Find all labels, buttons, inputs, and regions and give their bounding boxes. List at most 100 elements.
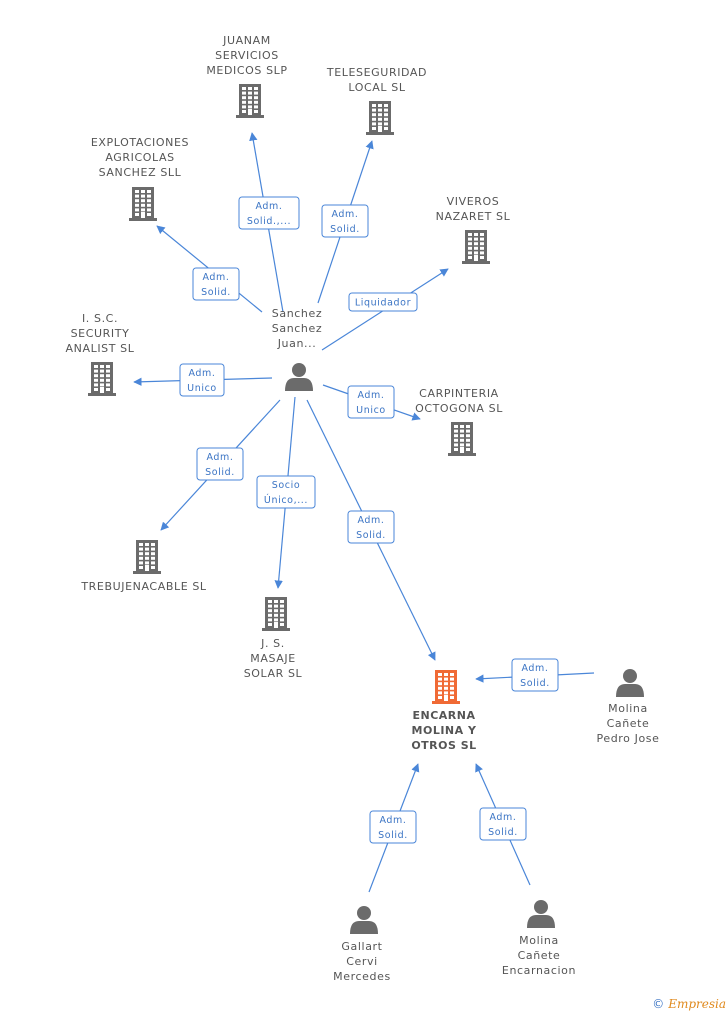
- node-label-line: Gallart: [341, 940, 382, 953]
- node-label-line: NAZARET SL: [436, 210, 511, 223]
- edge-label-sanchez-to-viveros[interactable]: Liquidador: [348, 292, 418, 312]
- node-label-line: Sanchez: [272, 307, 322, 320]
- node-label-line: Cañete: [518, 949, 561, 962]
- edge-label-box[interactable]: [347, 385, 395, 419]
- brand-logo: Empresia: [668, 997, 726, 1011]
- edge-label-text: Adm.: [357, 390, 384, 401]
- edge-labels-layer: Adm.Solid.,...Adm.Solid.Adm.Solid.Liquid…: [179, 196, 559, 844]
- edge-label-box[interactable]: [179, 363, 225, 397]
- edge-label-text: Adm.: [188, 368, 215, 379]
- node-label-line: MASAJE: [250, 652, 296, 665]
- edge-label-text: Solid.: [488, 827, 518, 838]
- node-label-line: Sanchez: [272, 322, 322, 335]
- edge-label-text: Solid.,...: [247, 216, 291, 227]
- building-icon: [448, 422, 476, 456]
- node-label-line: ENCARNA: [413, 709, 476, 722]
- edge-label-text: Adm.: [357, 515, 384, 526]
- node-label-line: OTROS SL: [411, 739, 476, 752]
- node-label-line: OCTOGONA SL: [415, 402, 503, 415]
- edge-label-text: Adm.: [206, 452, 233, 463]
- building-icon: [88, 362, 116, 396]
- node-label-line: SOLAR SL: [244, 667, 303, 680]
- company-node-carpinteria[interactable]: CARPINTERIA OCTOGONA SL: [415, 387, 503, 456]
- edge-label-text: Unico: [356, 405, 386, 416]
- company-node-viveros[interactable]: VIVEROS NAZARET SL: [436, 195, 511, 264]
- node-label-line: AGRICOLAS: [105, 151, 174, 164]
- edge-label-text: Adm.: [255, 201, 282, 212]
- node-label-line: SECURITY: [71, 327, 130, 340]
- node-label-line: SERVICIOS: [215, 49, 279, 62]
- copyright-icon: ©: [652, 997, 665, 1011]
- node-label-line: VIVEROS: [447, 195, 500, 208]
- edge-label-sanchez-to-encarna[interactable]: Adm. Solid.: [347, 510, 395, 544]
- node-label-line: TELESEGURIDAD: [326, 66, 427, 79]
- node-label-line: Molina: [519, 934, 559, 947]
- edge-label-text: Solid.: [356, 530, 386, 541]
- edge-label-text: Adm.: [521, 663, 548, 674]
- edge-label-text: Adm.: [331, 209, 358, 220]
- building-icon: [366, 101, 394, 135]
- person-icon: [285, 363, 313, 391]
- building-icon: [462, 230, 490, 264]
- person-node-sanchez[interactable]: SanchezSanchezJuan...: [272, 307, 322, 391]
- company-node-teleseguridad[interactable]: TELESEGURIDAD LOCAL SL: [326, 66, 427, 135]
- building-icon: [432, 670, 460, 704]
- node-label-line: Juan...: [277, 337, 317, 350]
- edge-label-sanchez-to-trebujena[interactable]: Adm. Solid.: [196, 447, 244, 481]
- edge-label-box[interactable]: [192, 267, 240, 301]
- edge-label-box[interactable]: [238, 196, 300, 230]
- node-label-line: Pedro Jose: [597, 732, 660, 745]
- node-label-line: LOCAL SL: [348, 81, 405, 94]
- edge-label-sanchez-to-teleseguridad[interactable]: Adm. Solid.: [321, 204, 369, 238]
- edge-label-molina_encarnacion-to-encarna[interactable]: Adm.Solid.: [479, 807, 527, 841]
- node-label-line: Mercedes: [333, 970, 391, 983]
- edge-label-sanchez-to-carpinteria[interactable]: Adm. Unico: [347, 385, 395, 419]
- edge-label-text: Socio: [272, 480, 301, 491]
- edge-label-box[interactable]: [321, 204, 369, 238]
- node-label-line: Cañete: [607, 717, 650, 730]
- edge-label-text: Solid.: [330, 224, 360, 235]
- edge-label-box[interactable]: [479, 807, 527, 841]
- edge-label-sanchez-to-explotaciones[interactable]: Adm.Solid.: [192, 267, 240, 301]
- building-icon: [236, 84, 264, 118]
- edge-label-box[interactable]: [347, 510, 395, 544]
- node-label-line: ANALIST SL: [66, 342, 135, 355]
- edge-label-text: Solid.: [520, 678, 550, 689]
- edge-label-box[interactable]: [348, 292, 418, 312]
- edge-label-box[interactable]: [511, 658, 559, 692]
- edge-label-text: Liquidador: [355, 298, 411, 309]
- edge-label-text: Solid.: [378, 830, 408, 841]
- edge-label-sanchez-to-isc[interactable]: Adm.Unico: [179, 363, 225, 397]
- edge-label-molina_pedro-to-encarna[interactable]: Adm. Solid.: [511, 658, 559, 692]
- edge-label-box[interactable]: [196, 447, 244, 481]
- edge-label-text: Único,...: [264, 494, 308, 506]
- edge-label-gallart-to-encarna[interactable]: Adm. Solid.: [369, 810, 417, 844]
- edge-label-sanchez-to-juanam[interactable]: Adm. Solid.,...: [238, 196, 300, 230]
- person-icon: [527, 900, 555, 928]
- edge-label-box[interactable]: [369, 810, 417, 844]
- node-label-line: TREBUJENACABLE SL: [80, 580, 207, 593]
- node-label-line: CARPINTERIA: [419, 387, 499, 400]
- person-icon: [616, 669, 644, 697]
- company-node-isc[interactable]: I. S.C. SECURITY ANALIST SL: [66, 312, 135, 396]
- node-label-line: J. S.: [260, 637, 285, 650]
- edge-label-sanchez-to-jsmasaje[interactable]: SocioÚnico,...: [256, 475, 316, 509]
- person-icon: [350, 906, 378, 934]
- edge-label-box[interactable]: [256, 475, 316, 509]
- node-label-line: I. S.C.: [82, 312, 118, 325]
- edge-label-text: Adm.: [379, 815, 406, 826]
- company-node-trebujena[interactable]: TREBUJENACABLE SL: [80, 540, 207, 593]
- edge-label-text: Adm.: [202, 272, 229, 283]
- building-icon: [262, 597, 290, 631]
- company-node-jsmasaje[interactable]: J. S. MASAJE SOLAR SL: [244, 597, 303, 680]
- edge-label-text: Solid.: [205, 467, 235, 478]
- footer-brand[interactable]: ©Empresia: [652, 997, 726, 1011]
